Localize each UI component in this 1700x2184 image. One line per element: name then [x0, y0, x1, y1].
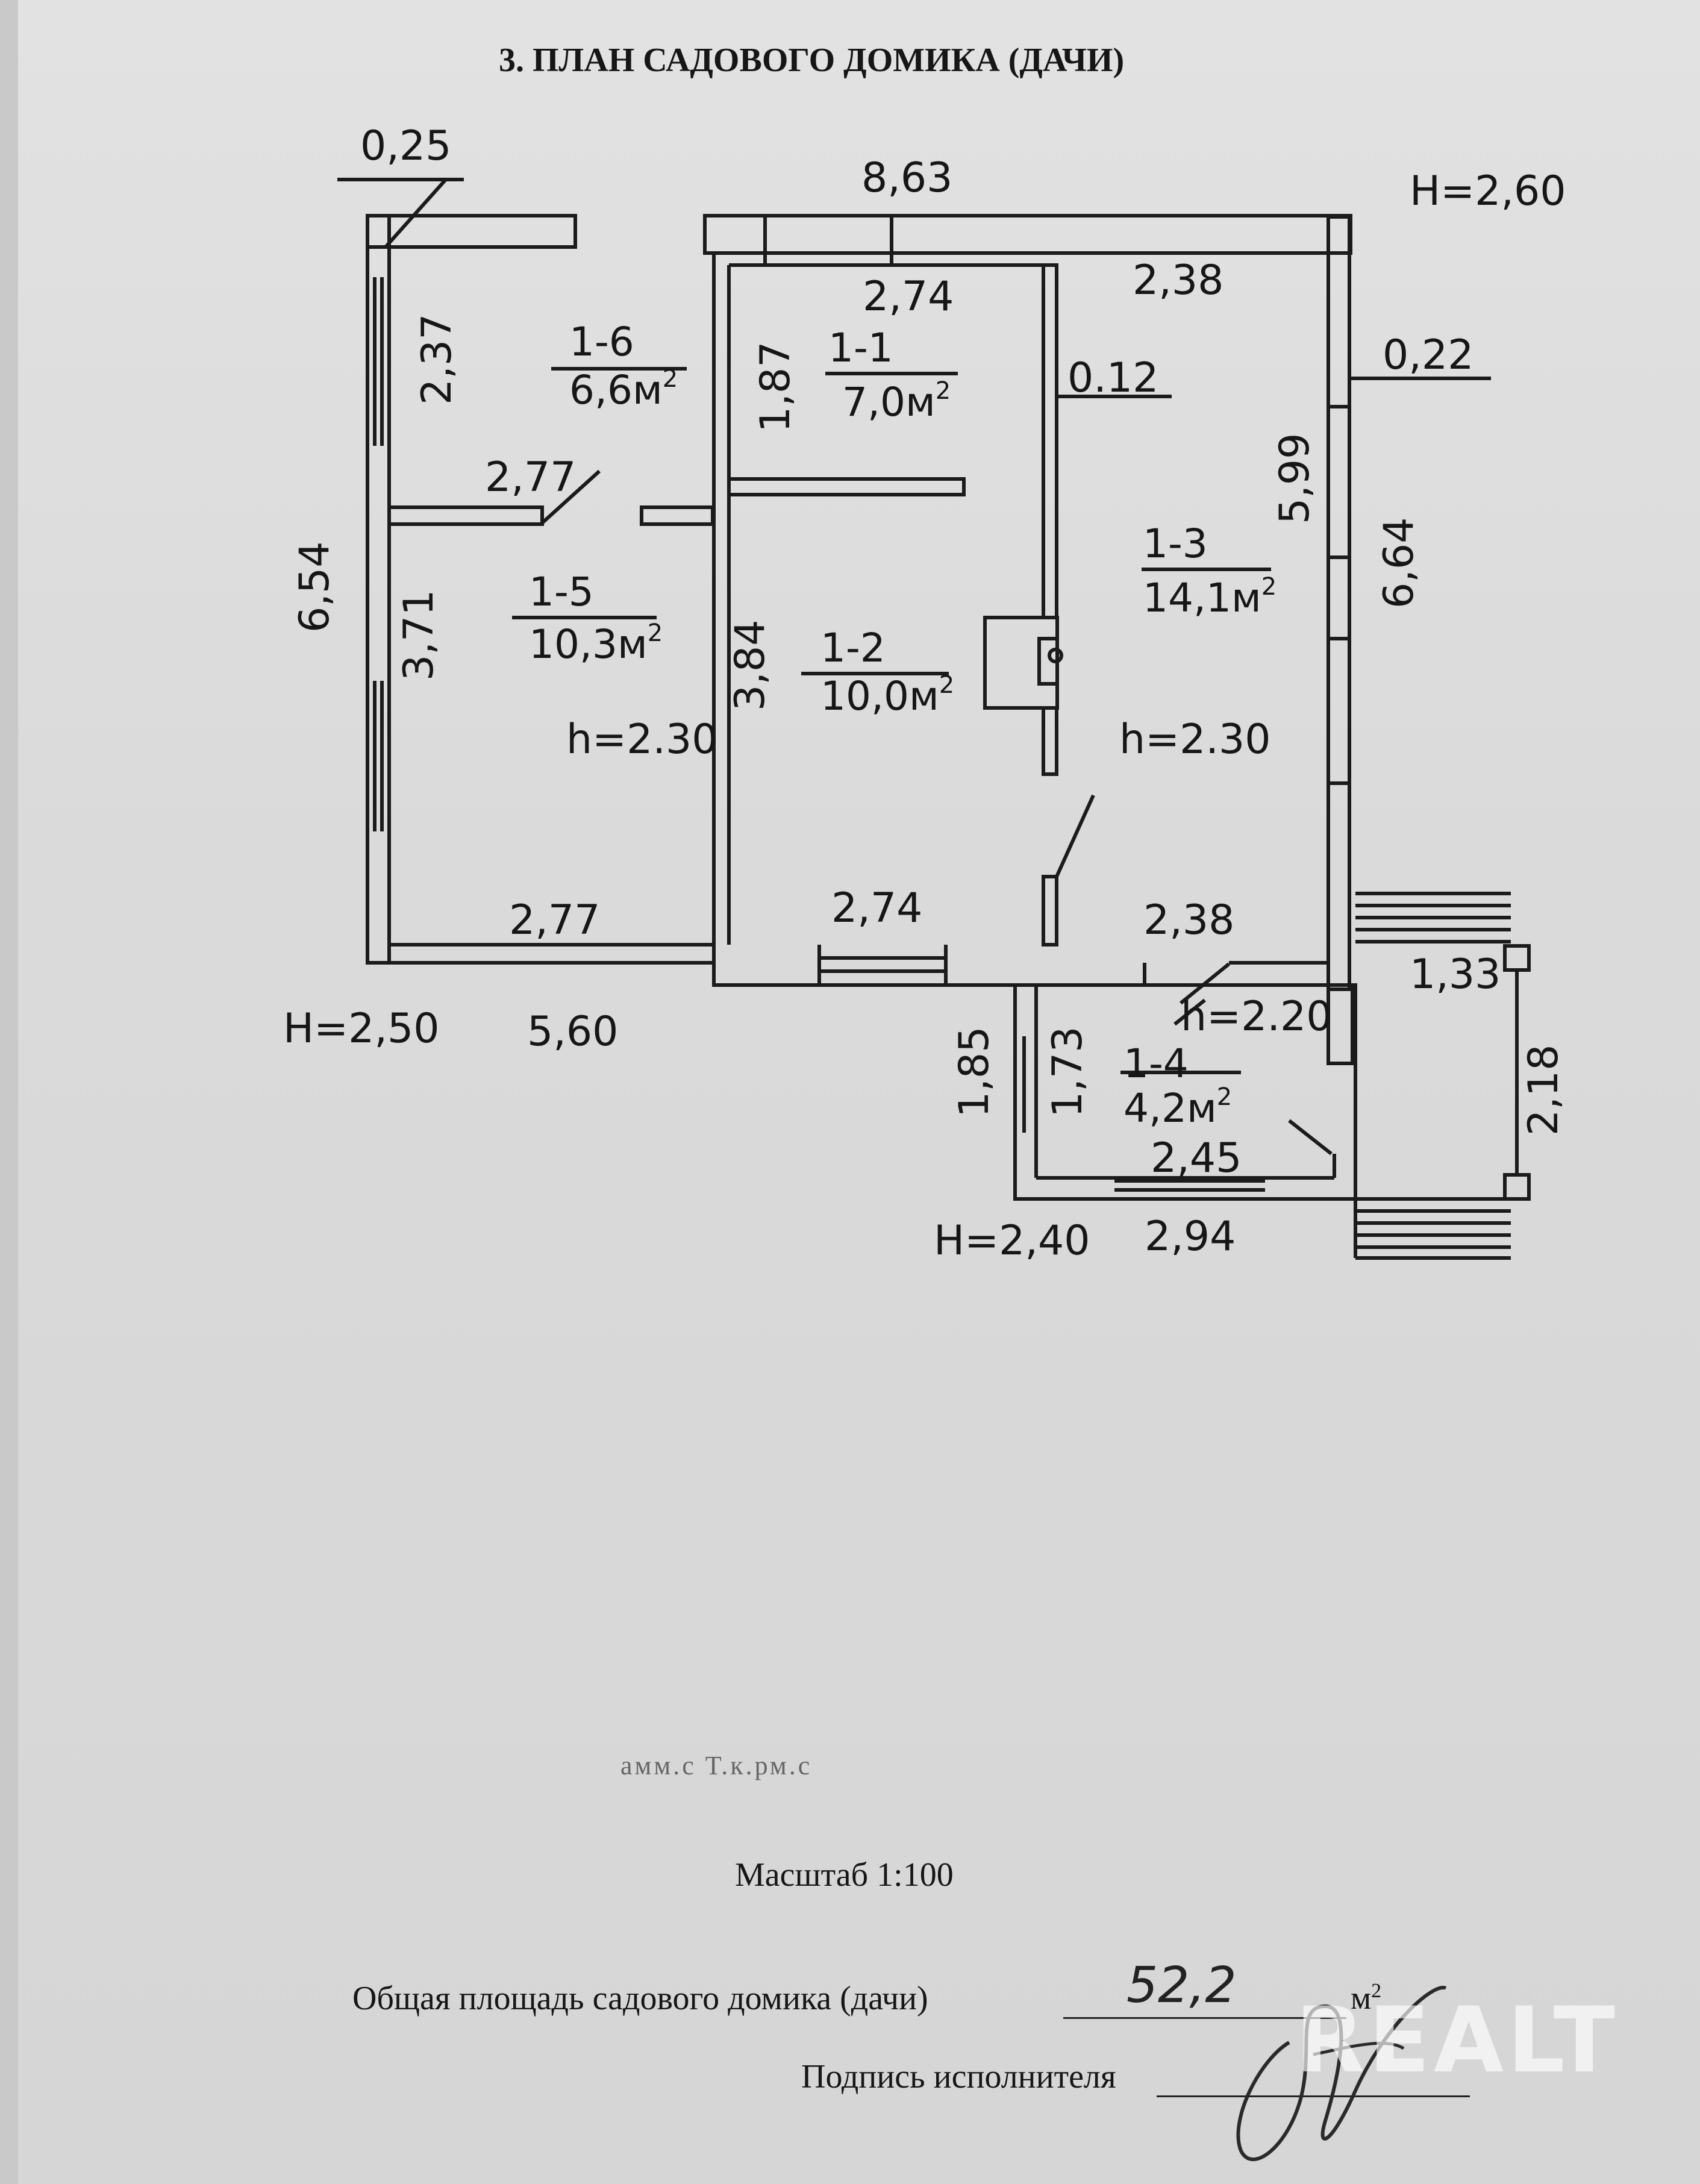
room-1-2-area: 10,0м2	[820, 671, 954, 719]
room-1-4-id: 1-4	[1123, 1040, 1189, 1087]
wall-right-outer	[1327, 215, 1351, 991]
watermark-logo: REALT	[1295, 1988, 1619, 2093]
room-1-2-id: 1-2	[820, 625, 886, 671]
h-left-rooms: h=2.30	[566, 716, 717, 763]
dim-corner-wall: 0,25	[360, 122, 451, 170]
dim-room-1-1-height: 1,87	[752, 342, 799, 433]
signature-stroke	[1236, 1986, 1447, 2161]
h-porch: H=2,40	[934, 1217, 1090, 1265]
dim-terrace-height: 2,18	[1520, 1045, 1567, 1136]
total-area-value: 52,2	[1127, 1957, 1237, 2014]
room-1-4-area: 4,2м2	[1123, 1083, 1232, 1131]
total-area-unit: м2	[1351, 1980, 1382, 2016]
dim-bottom-left: 5,60	[527, 1008, 618, 1056]
dim-room-1-1-width: 2,74	[863, 273, 954, 321]
dim-room-1-2-bottom: 2,74	[831, 884, 922, 932]
dim-right-wall: 0,22	[1383, 331, 1473, 379]
dim-porch-height: 1,85	[951, 1027, 998, 1118]
room-1-3-id: 1-3	[1143, 521, 1208, 567]
scale-label: Масштаб 1:100	[735, 1856, 954, 1894]
dim-room-1-6-height: 2,37	[413, 314, 461, 405]
dim-room-1-4-height: 1,73	[1044, 1027, 1092, 1118]
dim-room-1-3-bottom: 2,38	[1143, 896, 1234, 944]
room-1-5-id: 1-5	[529, 569, 594, 615]
h-left: H=2,50	[283, 1005, 440, 1053]
h-main-right: H=2,60	[1410, 167, 1566, 215]
dim-porch-width: 2,94	[1145, 1213, 1236, 1260]
document-sheet	[18, 0, 1700, 2184]
room-1-3-area: 14,1м2	[1143, 573, 1277, 621]
partition-1-1-1-2	[727, 477, 966, 496]
room-1-5-area: 10,3м2	[529, 619, 663, 668]
room-1-1-area: 7,0м2	[842, 377, 951, 425]
total-area-line	[1063, 2017, 1346, 2019]
room-1-6-id: 1-6	[569, 319, 634, 365]
partition-6-5	[387, 505, 544, 526]
dim-right-height: 6,64	[1375, 518, 1423, 609]
total-area-label: Общая площадь садового домика (дачи)	[352, 1980, 928, 2017]
dim-room-1-3-height: 5,99	[1271, 433, 1319, 524]
page-title: 3. ПЛАН САДОВОГО ДОМИКА (ДАЧИ)	[499, 42, 1125, 79]
dim-terrace-width: 1,33	[1410, 951, 1501, 998]
dim-room-1-5-bottom: 2,77	[509, 896, 600, 944]
dim-partition: 0.12	[1067, 354, 1158, 402]
dim-room-1-5-height: 3,71	[395, 590, 443, 681]
dim-room-1-2-height: 3,84	[727, 620, 774, 711]
dim-total-width: 8,63	[861, 154, 952, 202]
faint-stamp-text: амм.с Т.к.рм.с	[620, 1751, 813, 1780]
dim-left-height: 6,54	[291, 542, 339, 633]
signature-label: Подпись исполнителя	[801, 2058, 1116, 2095]
room-1-6-area: 6,6м2	[569, 365, 678, 413]
walls	[337, 178, 1531, 1260]
room-1-1-id: 1-1	[828, 325, 893, 371]
h-right-room: h=2.30	[1119, 716, 1270, 763]
dim-room-1-4-width: 2,45	[1151, 1134, 1242, 1182]
wall-top-left	[366, 214, 577, 249]
dim-room-1-3-width: 2,38	[1133, 257, 1223, 304]
wall-bottom	[367, 961, 1146, 987]
dim-room-1-6-width: 2,77	[485, 454, 576, 501]
h-vestibule: h=2.20	[1181, 993, 1332, 1040]
signature-line	[1157, 2095, 1470, 2097]
